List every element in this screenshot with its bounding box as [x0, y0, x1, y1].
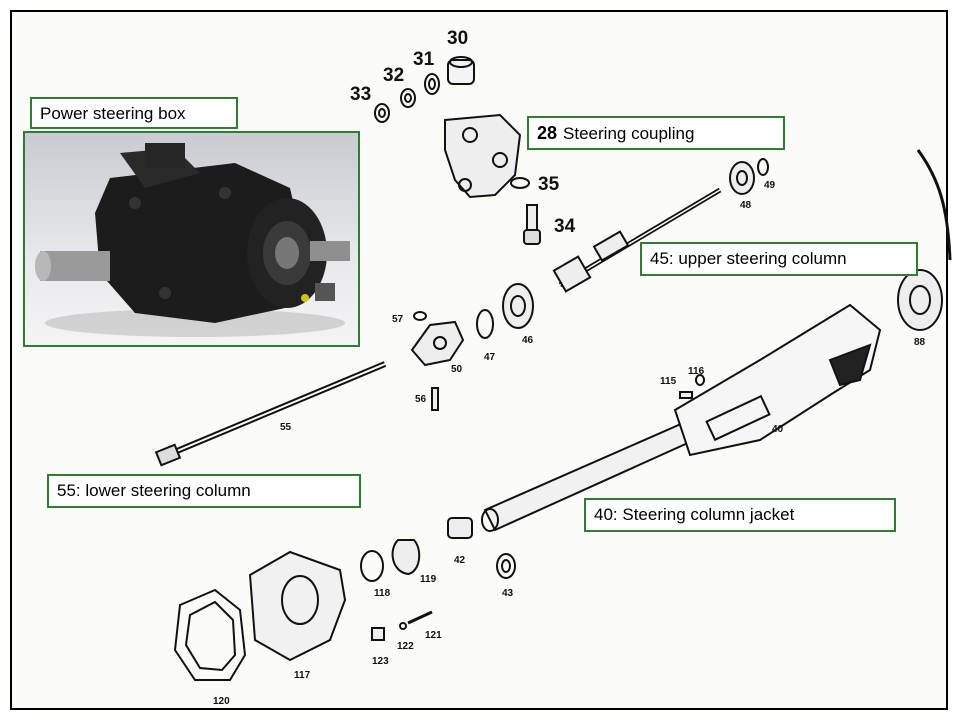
part-31-washer — [424, 73, 440, 95]
callout-119: 119 — [420, 574, 437, 585]
callout-115: 115 — [660, 376, 677, 387]
part-33-washer — [374, 103, 390, 123]
label-steering-coupling-text: Steering coupling — [563, 124, 695, 143]
callout-42: 42 — [454, 555, 466, 566]
part-40-column-jacket — [481, 303, 882, 532]
callout-118: 118 — [374, 588, 391, 599]
callout-123: 123 — [372, 656, 389, 667]
callout-34: 34 — [554, 216, 576, 237]
part-55-lower-column — [154, 361, 387, 467]
callout-43: 43 — [502, 588, 514, 599]
callout-55: 55 — [280, 422, 292, 433]
part-28-steering-coupling — [444, 113, 522, 199]
callout-117: 117 — [294, 670, 311, 681]
label-steering-column-jacket-text: 40: Steering column jacket — [594, 505, 795, 524]
callout-30: 30 — [447, 28, 468, 49]
callout-35: 35 — [538, 174, 560, 195]
label-power-steering-box: Power steering box — [30, 97, 238, 129]
callout-116: 116 — [688, 366, 705, 377]
callout-49: 49 — [764, 180, 776, 191]
callout-47: 47 — [484, 352, 496, 363]
callout-33: 33 — [350, 84, 371, 105]
label-power-steering-box-text: Power steering box — [40, 104, 186, 123]
callout-31: 31 — [413, 49, 435, 70]
callout-121: 121 — [425, 630, 442, 641]
callout-57: 57 — [392, 314, 404, 325]
callout-50: 50 — [451, 364, 463, 375]
power-steering-box-photo — [23, 131, 360, 347]
callout-120: 120 — [213, 696, 230, 707]
callout-32: 32 — [383, 65, 404, 86]
part-88 — [897, 269, 943, 331]
label-steering-coupling-number: 28 — [537, 123, 558, 143]
label-steering-coupling: 28 Steering coupling — [527, 116, 785, 150]
part-50-joint — [410, 320, 465, 367]
steering-box-illustration — [35, 143, 350, 337]
callout-122: 122 — [397, 641, 414, 652]
callout-88: 88 — [914, 337, 926, 348]
label-steering-column-jacket: 40: Steering column jacket — [584, 498, 896, 532]
part-45-upper-column — [552, 187, 722, 293]
label-upper-steering-column: 45: upper steering column — [640, 242, 918, 276]
part-32-washer — [400, 88, 416, 108]
part-30-bushing — [447, 56, 475, 85]
part-120-gasket — [173, 588, 247, 681]
label-upper-steering-column-text: 45: upper steering column — [650, 249, 847, 268]
label-lower-steering-column: 55: lower steering column — [47, 474, 361, 508]
callout-56: 56 — [415, 394, 427, 405]
callout-48: 48 — [740, 200, 752, 211]
callout-40: 40 — [772, 424, 784, 435]
label-lower-steering-column-text: 55: lower steering column — [57, 481, 251, 500]
part-34-bolt — [523, 204, 541, 245]
callout-46: 46 — [522, 335, 534, 346]
part-117-flange — [248, 550, 347, 662]
